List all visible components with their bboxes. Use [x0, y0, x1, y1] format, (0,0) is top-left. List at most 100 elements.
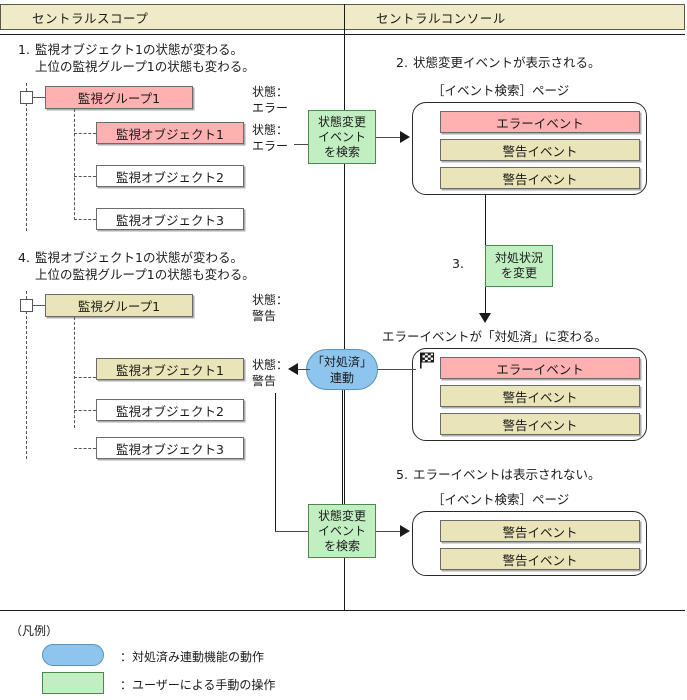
- action-search-events-1[interactable]: 状態変更 イベント を検索: [308, 110, 376, 164]
- tree-node-group-bottom-label: 監視グループ1: [77, 299, 161, 314]
- status-object-top-label: 状態：: [252, 123, 289, 137]
- status-group-top: 状態： エラー: [252, 84, 288, 116]
- step-4-line2: 上位の監視グループ1の状態も変わる。: [35, 267, 255, 282]
- event-item-p3-0-label: 警告イベント: [502, 524, 578, 540]
- action-change-handling-status-line1: 対処状況: [494, 251, 543, 265]
- status-object-top: 状態： エラー: [252, 122, 288, 154]
- arrow-search1-to-panel1: [400, 131, 410, 143]
- tree-root-stub-top: [33, 97, 45, 98]
- step-4-number: 4.: [18, 250, 30, 265]
- legend-swatch-green: [42, 672, 104, 694]
- tree-root-knob-top[interactable]: [20, 91, 33, 104]
- action-search-events-2-line2: イベント: [317, 523, 366, 538]
- event-item-p2-2[interactable]: 警告イベント: [440, 413, 640, 435]
- tree-branch-h-bottom-3: [74, 448, 96, 449]
- event-item-p3-0[interactable]: 警告イベント: [440, 520, 640, 542]
- status-object-top-value: エラー: [252, 139, 289, 153]
- status-object-bottom-label: 状態：: [252, 358, 289, 372]
- step-3-heading: 3.: [452, 255, 469, 272]
- action-link-handled-line1: 「対処済」: [311, 354, 372, 369]
- tree-branch-h-bottom-2: [74, 410, 96, 411]
- tree-node-object-top-1[interactable]: 監視オブジェクト1: [96, 122, 244, 144]
- action-search-events-2-line3: を検索: [323, 538, 360, 553]
- connector-linkdone-to-status: [296, 369, 310, 370]
- tree-node-object-bottom-2-label: 監視オブジェクト2: [116, 403, 224, 419]
- action-change-handling-status[interactable]: 対処状況 を変更: [485, 245, 553, 287]
- tree-node-object-bottom-3[interactable]: 監視オブジェクト3: [96, 437, 244, 459]
- tree-node-object-bottom-1[interactable]: 監視オブジェクト1: [96, 358, 244, 380]
- step-5-line1: エラーイベントは表示されない。: [413, 467, 601, 482]
- tree-root-knob-bottom[interactable]: [20, 299, 33, 312]
- tree-root-line-bottom: [26, 291, 27, 459]
- step-4-heading: 4. 監視オブジェクト1の状態が変わる。 上位の監視グループ1の状態も変わる。: [18, 249, 255, 283]
- step-3-number: 3.: [452, 256, 464, 271]
- tree-node-group-top-label: 監視グループ1: [77, 91, 161, 106]
- legend-swatch-blue: [42, 644, 104, 666]
- status-object-bottom: 状態： 警告: [252, 357, 288, 389]
- step-5-number: 5.: [396, 467, 408, 482]
- column-divider: [344, 4, 345, 610]
- legend-label-green: ：ユーザーによる手動の操作: [120, 678, 276, 692]
- action-change-handling-status-line2: を変更: [500, 266, 537, 280]
- step-5-heading: 5. エラーイベントは表示されない。: [396, 466, 601, 483]
- event-item-p1-2[interactable]: 警告イベント: [440, 167, 640, 189]
- event-item-p1-0-label: エラーイベント: [496, 115, 584, 131]
- status-group-bottom-value: 警告: [252, 309, 277, 323]
- tree-node-group-top[interactable]: 監視グループ1: [45, 86, 193, 109]
- event-item-p3-1[interactable]: 警告イベント: [440, 548, 640, 570]
- status-group-bottom-label: 状態：: [252, 293, 289, 307]
- tree-branch-h-top-2: [74, 176, 96, 177]
- tree-root-stub-bottom: [33, 305, 45, 306]
- tree-node-object-top-3[interactable]: 監視オブジェクト3: [96, 208, 244, 230]
- event-item-p2-1[interactable]: 警告イベント: [440, 385, 640, 407]
- tree-branch-vertical-top: [74, 109, 75, 220]
- tree-node-object-top-1-label: 監視オブジェクト1: [116, 126, 224, 142]
- arrow-step3-down: [479, 313, 491, 323]
- status-object-bottom-value: 警告: [252, 374, 277, 388]
- connector-step3-to-caption: [485, 287, 486, 315]
- status-group-top-value: エラー: [252, 101, 289, 115]
- event-item-p1-1[interactable]: 警告イベント: [440, 139, 640, 161]
- tree-node-object-bottom-1-label: 監視オブジェクト1: [116, 362, 224, 378]
- status-group-top-label: 状態：: [252, 85, 289, 99]
- connector-search2-to-panel3: [376, 531, 402, 532]
- bottom-rule: [0, 610, 685, 611]
- tree-node-group-bottom[interactable]: 監視グループ1: [45, 294, 193, 317]
- action-search-events-1-line3: を検索: [323, 144, 360, 159]
- event-item-p2-0[interactable]: エラーイベント: [440, 357, 640, 379]
- step-2-line1: 状態変更イベントが表示される。: [413, 55, 601, 70]
- event-item-p1-2-label: 警告イベント: [502, 171, 578, 187]
- step-2-heading: 2. 状態変更イベントが表示される。: [396, 54, 601, 71]
- action-search-events-2[interactable]: 状態変更 イベント を検索: [308, 504, 376, 558]
- connector-search1-to-panel1: [376, 137, 402, 138]
- tree-node-object-top-3-label: 監視オブジェクト3: [116, 212, 224, 228]
- header-rule: [0, 34, 685, 35]
- connector-panel1-to-step3: [485, 195, 486, 245]
- action-link-handled[interactable]: 「対処済」 連動: [306, 349, 378, 390]
- connector-panel2-to-linkdone: [376, 369, 416, 370]
- panel-1-page-label: ［イベント検索］ページ: [432, 83, 570, 98]
- connector-linkdone-down-to-search2: [342, 390, 343, 504]
- event-item-p1-0[interactable]: エラーイベント: [440, 111, 640, 133]
- connector-status-bottom-down: [275, 393, 276, 532]
- header-right-title: セントラルコンソール: [376, 11, 506, 26]
- action-search-events-1-line2: イベント: [317, 129, 366, 144]
- step-4-line1: 監視オブジェクト1の状態が変わる。: [35, 250, 243, 265]
- step-2-number: 2.: [396, 55, 408, 70]
- tree-branch-h-top-1: [74, 133, 96, 134]
- tree-node-object-top-2[interactable]: 監視オブジェクト2: [96, 165, 244, 187]
- step-1-heading: 1.監視オブジェクト1の状態が変わる。 上位の監視グループ1の状態も変わる。: [18, 41, 255, 75]
- tree-node-object-bottom-2[interactable]: 監視オブジェクト2: [96, 399, 244, 421]
- status-group-bottom: 状態： 警告: [252, 292, 288, 324]
- step-1-number: 1.: [18, 42, 30, 57]
- legend-label-blue: ：対処済み連動機能の動作: [120, 650, 265, 664]
- action-search-events-1-line1: 状態変更: [317, 114, 366, 129]
- connector-to-search2: [275, 531, 308, 532]
- tree-node-object-top-2-label: 監視オブジェクト2: [116, 169, 224, 185]
- tree-branch-h-top-3: [74, 219, 96, 220]
- legend-title: （凡例）: [10, 624, 59, 638]
- tree-branch-h-bottom-1: [74, 377, 96, 378]
- event-item-p3-1-label: 警告イベント: [502, 552, 578, 568]
- tree-root-line-top: [26, 83, 27, 231]
